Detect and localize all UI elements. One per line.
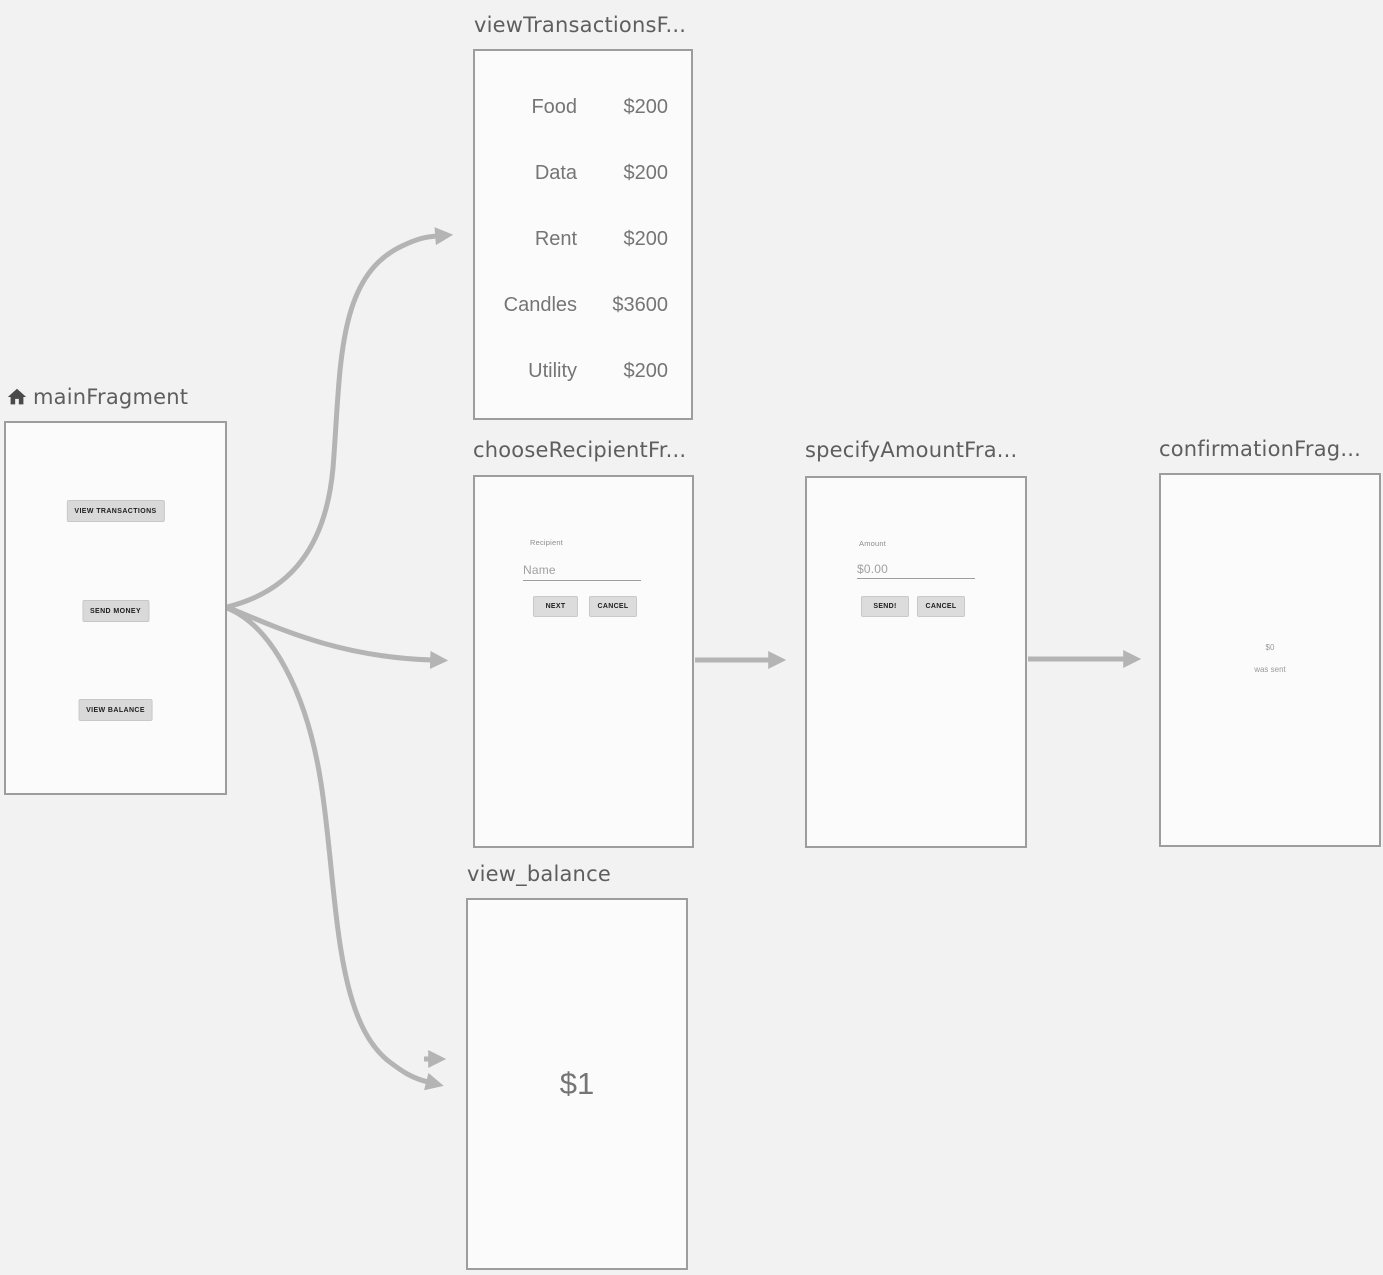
main-fragment-panel[interactable]: VIEW TRANSACTIONS SEND MONEY VIEW BALANC… — [4, 421, 227, 795]
main-fragment-header: mainFragment — [6, 385, 188, 409]
confirmation-fragment-title: confirmationFrag... — [1159, 437, 1361, 461]
specify-amount-fragment-panel[interactable]: Amount $0.00 SEND! CANCEL — [805, 476, 1027, 848]
transaction-amount: $200 — [623, 95, 669, 118]
transaction-row: Rent $200 — [475, 206, 668, 272]
transaction-amount: $200 — [623, 227, 669, 250]
transaction-row: Food $200 — [475, 74, 668, 140]
transaction-amount: $200 — [623, 359, 669, 382]
cancel-button[interactable]: CANCEL — [917, 596, 965, 617]
view-balance-button[interactable]: VIEW BALANCE — [78, 699, 153, 721]
confirmation-message-text: was sent — [1254, 665, 1286, 674]
confirmation-fragment-panel[interactable]: $0 was sent — [1159, 473, 1381, 847]
choose-recipient-fragment-title: chooseRecipientFr... — [473, 438, 687, 462]
transaction-row: Utility $200 — [475, 338, 668, 404]
recipient-field-label: Recipient — [530, 538, 564, 547]
transaction-label: Food — [531, 95, 578, 118]
transaction-amount: $200 — [623, 161, 669, 184]
action-arrow-main-to-view-balance[interactable] — [226, 605, 444, 1091]
view-transactions-fragment-title: viewTransactionsF... — [474, 13, 687, 37]
transaction-label: Candles — [503, 293, 578, 316]
action-arrow-main-to-choose-recipient[interactable] — [226, 604, 449, 669]
confirmation-amount-text: $0 — [1265, 643, 1275, 652]
transactions-list: Food $200 Data $200 Rent $200 Candles $3… — [475, 74, 668, 404]
amount-input[interactable]: $0.00 — [857, 562, 889, 576]
balance-amount-text: $1 — [559, 1066, 595, 1101]
transaction-label: Data — [534, 161, 578, 184]
transaction-amount: $3600 — [612, 293, 668, 316]
view-transactions-button[interactable]: VIEW TRANSACTIONS — [66, 500, 165, 522]
amount-input-underline — [857, 578, 975, 579]
recipient-name-input[interactable]: Name — [523, 563, 556, 577]
recipient-input-underline — [523, 580, 641, 581]
choose-recipient-fragment-panel[interactable]: Recipient Name NEXT CANCEL — [473, 475, 694, 848]
main-fragment-title: mainFragment — [33, 385, 189, 409]
cancel-button[interactable]: CANCEL — [589, 596, 637, 617]
transaction-row: Data $200 — [475, 140, 668, 206]
send-button[interactable]: SEND! — [861, 596, 909, 617]
transaction-row: Candles $3600 — [475, 272, 668, 338]
next-button[interactable]: NEXT — [533, 596, 578, 617]
transaction-label: Rent — [534, 227, 578, 250]
transaction-label: Utility — [528, 359, 578, 382]
specify-amount-fragment-title: specifyAmountFra... — [805, 438, 1018, 462]
view-balance-fragment-title: view_balance — [467, 862, 611, 886]
action-arrow-main-to-view-transactions[interactable] — [226, 227, 454, 610]
amount-field-label: Amount — [859, 539, 887, 548]
home-icon — [7, 388, 27, 405]
view-transactions-fragment-panel[interactable]: Food $200 Data $200 Rent $200 Candles $3… — [473, 49, 693, 420]
send-money-button[interactable]: SEND MONEY — [81, 600, 150, 622]
view-balance-fragment-panel[interactable]: $1 — [466, 898, 688, 1270]
